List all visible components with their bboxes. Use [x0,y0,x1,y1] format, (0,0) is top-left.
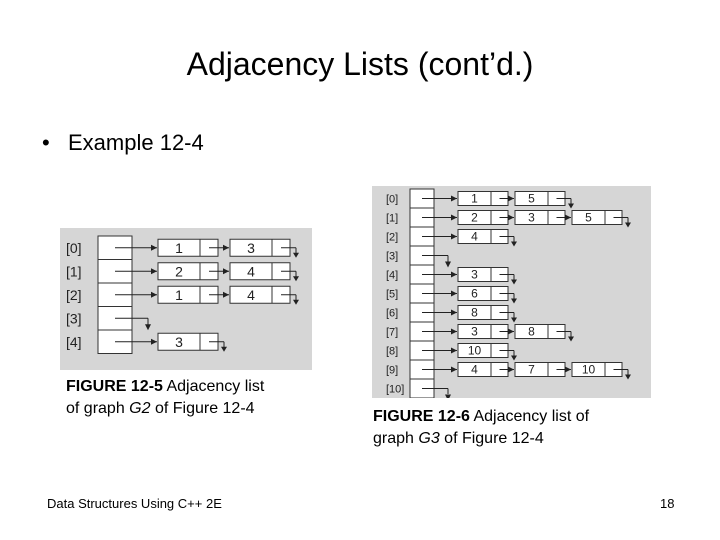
node-pointer-arrow-head [151,291,157,298]
node-value: 6 [471,286,478,300]
null-arrow-head [511,298,517,304]
index-label: [4] [386,269,398,281]
node-value: 1 [175,287,183,303]
index-label: [2] [386,231,398,243]
index-label: [3] [386,250,398,262]
node-value: 4 [471,362,478,376]
null-arrow-head [511,241,517,247]
index-label: [2] [66,287,82,303]
null-arrow-head [221,346,227,352]
node-value: 4 [247,287,255,303]
figure-12-6-caption-pre: graph [373,430,419,447]
node-pointer-arrow-head [451,233,457,240]
figure-12-6-svg: [0] 1 5 [1] 2 3 5 [2] 4 [3] [4] 3 [5] 6 [6] 8 [7] 3 8 [8] 10… [386,188,631,398]
node-pointer-arrow-head [151,268,157,275]
index-label: [7] [386,326,398,338]
node-value: 4 [247,263,255,279]
bullet-dot: • [42,130,50,155]
figure-12-6-caption-graph: G3 [418,430,440,447]
figure-12-5-caption: FIGURE 12-5 Adjacency list of graph G2 o… [66,376,264,420]
null-arrow-head [511,355,517,361]
figure-12-6-caption-label: FIGURE 12-6 [373,408,470,425]
node-pointer-arrow-head [451,328,457,335]
node-pointer-arrow-head [151,338,157,345]
index-label: [9] [386,364,398,376]
node-value: 8 [471,305,478,319]
figure-12-6-diagram: [0] 1 5 [1] 2 3 5 [2] 4 [3] [4] 3 [5] 6 [6] 8 [7] 3 8 [8] 10… [372,186,651,398]
null-arrow-head [293,276,299,282]
bullet-item: • Example 12-4 [42,130,204,156]
index-label: [0] [386,193,398,205]
bullet-text: Example 12-4 [68,130,204,155]
null-arrow-head [511,279,517,285]
figure-12-6-caption-post: of Figure 12-4 [439,430,544,447]
index-label: [6] [386,307,398,319]
node-pointer-arrow-head [508,366,514,373]
node-value: 3 [247,240,255,256]
index-label: [1] [386,212,398,224]
node-value: 10 [582,362,596,376]
footer-text: Data Structures Using C++ 2E [47,496,222,511]
index-label: [5] [386,288,398,300]
figure-12-5-caption-post: of Figure 12-4 [150,400,255,417]
index-label: [10] [386,383,404,395]
figure-12-5-caption-graph: G2 [129,400,151,417]
index-label: [0] [66,240,82,256]
node-pointer-arrow-head [508,214,514,221]
node-pointer-arrow-head [223,291,229,298]
node-value: 3 [175,334,183,350]
node-pointer-arrow-head [565,214,571,221]
null-arrow-head [625,374,631,380]
node-value: 5 [528,191,535,205]
page-number: 18 [660,496,675,511]
null-arrow-head [293,299,299,305]
node-value: 7 [528,362,535,376]
node-value: 10 [468,343,482,357]
node-pointer-arrow-head [451,309,457,316]
node-value: 2 [175,263,183,279]
null-arrow-head [625,222,631,228]
node-value: 3 [528,210,535,224]
node-pointer-arrow-head [451,366,457,373]
node-pointer-arrow-head [508,195,514,202]
null-arrow-head [293,252,299,258]
figure-12-5-caption-text: Adjacency list [166,378,265,395]
null-arrow-head [568,336,574,342]
figure-12-5-caption-pre: of graph [66,400,130,417]
index-label: [8] [386,345,398,357]
null-arrow-head [511,317,517,323]
index-label: [4] [66,334,82,350]
node-value: 2 [471,210,478,224]
node-value: 1 [471,191,478,205]
node-value: 3 [471,267,478,281]
null-arrow-head [145,324,151,331]
node-value: 3 [471,324,478,338]
node-pointer-arrow-head [565,366,571,373]
node-pointer-arrow-head [451,347,457,354]
node-pointer-arrow-head [451,271,457,278]
node-pointer-arrow-head [151,244,157,251]
null-arrow-head [445,261,451,268]
node-pointer-arrow-head [508,328,514,335]
node-pointer-arrow-head [223,244,229,251]
node-value: 1 [175,240,183,256]
figure-12-5-caption-label: FIGURE 12-5 [66,378,163,395]
index-label: [1] [66,263,82,279]
node-pointer-arrow-head [223,268,229,275]
node-pointer-arrow-head [451,290,457,297]
figure-12-5-diagram: [0] 1 3 [1] 2 4 [2] 1 4 [3] [4] 3 [60,228,312,370]
figure-12-5-svg: [0] 1 3 [1] 2 4 [2] 1 4 [3] [4] 3 [66,235,299,354]
node-pointer-arrow-head [451,214,457,221]
figure-12-6-caption-text: Adjacency list of [473,408,590,425]
null-arrow-head [568,203,574,209]
node-value: 5 [585,210,592,224]
node-value: 4 [471,229,478,243]
node-pointer-arrow-head [451,195,457,202]
null-arrow-head [445,394,451,398]
node-value: 8 [528,324,535,338]
figure-12-6-caption: FIGURE 12-6 Adjacency list of graph G3 o… [373,406,589,450]
index-label: [3] [66,310,82,326]
slide-title: Adjacency Lists (cont’d.) [186,46,534,82]
